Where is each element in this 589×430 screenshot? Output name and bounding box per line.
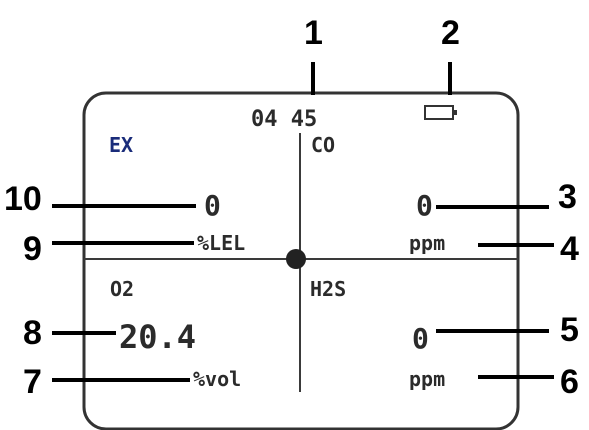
co-unit-label: ppm: [409, 231, 445, 255]
callout-7-number: 7: [23, 363, 42, 401]
ex-gas-label: EX: [109, 133, 133, 157]
callout-4-number: 4: [560, 230, 579, 268]
battery-icon: [424, 105, 457, 120]
callout-2-number: 2: [441, 14, 460, 52]
o2-unit-label: %vol: [193, 367, 241, 391]
o2-gas-label: O2: [110, 277, 134, 301]
callout-8-number: 8: [23, 314, 42, 352]
co-gas-label: CO: [311, 133, 335, 157]
callout-9-number: 9: [23, 230, 42, 268]
callout-10-number: 10: [4, 180, 42, 218]
callout-1-number: 1: [304, 14, 323, 52]
callout-6-number: 6: [560, 363, 579, 401]
co-reading-value: 0: [416, 189, 433, 222]
center-dot: [286, 249, 306, 269]
h2s-reading-value: 0: [412, 322, 429, 355]
callout-3-number: 3: [558, 178, 577, 216]
time-display: 04 45: [251, 107, 317, 132]
callout-5-number: 5: [560, 311, 579, 349]
h2s-gas-label: H2S: [310, 277, 346, 301]
ex-reading-value: 0: [204, 189, 221, 222]
h2s-unit-label: ppm: [409, 367, 445, 391]
ex-unit-label: %LEL: [197, 231, 245, 255]
o2-reading-value: 20.4: [119, 318, 196, 356]
